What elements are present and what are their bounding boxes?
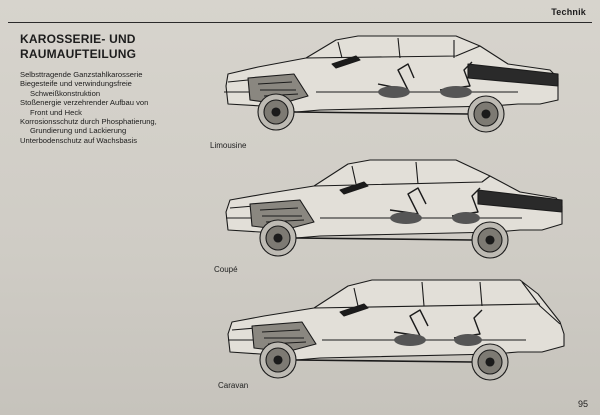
header-rule [8, 22, 592, 23]
car-label-coupe: Coupé [214, 265, 238, 274]
feature-item: Selbsttragende Ganzstahlkarosserie [20, 70, 143, 79]
car-label-limousine: Limousine [210, 141, 247, 150]
feature-item: Unterbodenschutz auf Wachsbasis [20, 135, 138, 145]
limousine-cutaway-illustration [224, 35, 559, 133]
running-header: Technik [551, 7, 586, 17]
page-number: 95 [577, 399, 588, 409]
feature-item: Grundierung und Lackierung [30, 126, 127, 136]
feature-item: Front und Heck [30, 107, 82, 117]
coupe-cutaway-illustration [225, 159, 563, 259]
feature-item: Korrosionsschutz durch Phosphatierung, [20, 117, 157, 127]
heading-line-1: KAROSSERIE- UND [20, 32, 136, 46]
feature-list: Selbsttragende Ganzstahlkarosserie Biege… [20, 70, 220, 145]
heading-line-2: RAUMAUFTEILUNG [20, 47, 137, 61]
caravan-cutaway-illustration [227, 279, 565, 381]
feature-item: Schweißkonstruktion [30, 88, 101, 98]
feature-item: Biegesteife und verwindungsfreie [20, 79, 132, 89]
feature-item: Stoßenergie verzehrender Aufbau von [20, 98, 149, 108]
car-label-caravan: Caravan [218, 381, 249, 390]
section-heading: KAROSSERIE- UND RAUMAUFTEILUNG [20, 32, 220, 62]
